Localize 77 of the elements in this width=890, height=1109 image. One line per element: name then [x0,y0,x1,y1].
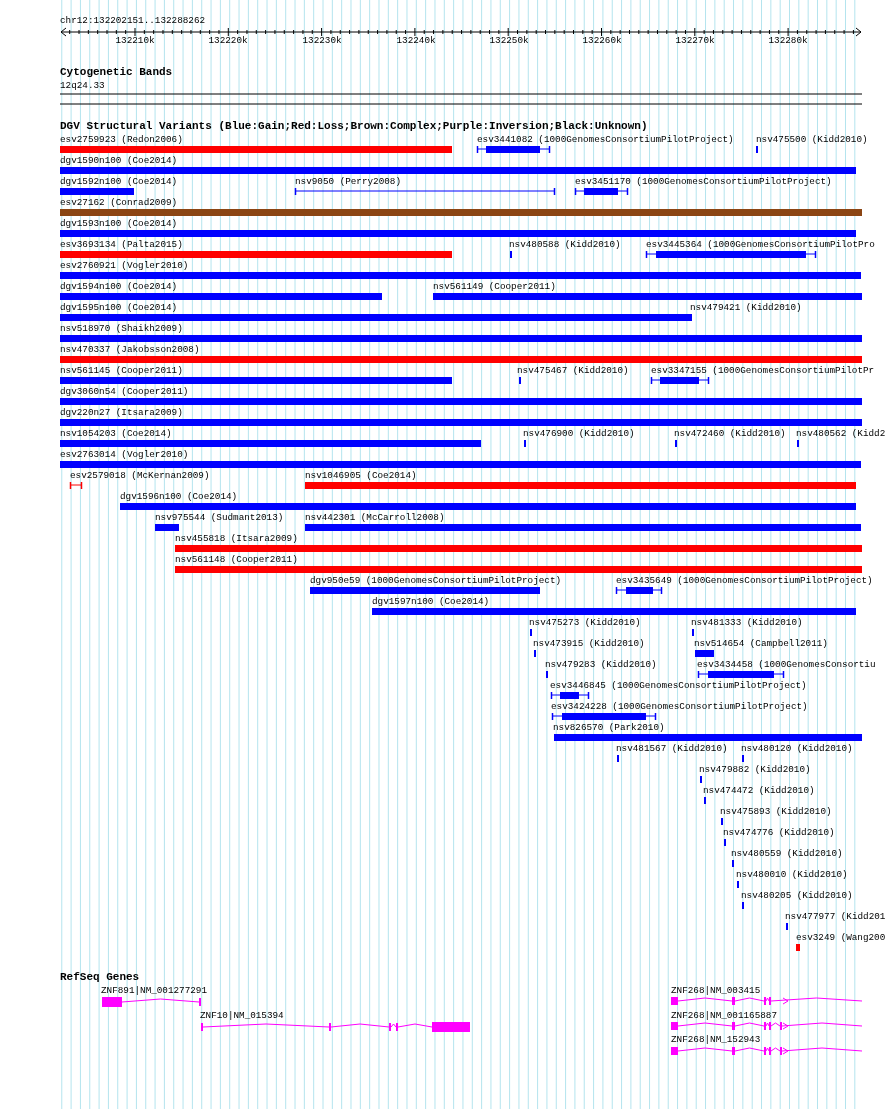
variant-label: nsv481333 (Kidd2010) [691,617,803,628]
scale-tick-label: 132230k [302,35,342,46]
variant-label: nsv474776 (Kidd2010) [723,827,835,838]
variant-label: nsv475467 (Kidd2010) [517,365,629,376]
variant-label: esv3434458 (1000GenomesConsortiu [697,659,876,670]
track-title: Cytogenetic Bands [60,67,173,78]
variant-label: nsv1046905 (Coe2014) [305,470,417,481]
variant-label: esv3445364 (1000GenomesConsortiumPilotPro [646,239,875,250]
scale-tick-label: 132240k [396,35,436,46]
variant-label: esv3451170 (1000GenomesConsortiumPilotProject) [575,176,832,187]
variant-label: dgv1596n100 (Coe2014) [120,491,238,502]
variant-label: nsv479283 (Kidd2010) [545,659,657,670]
variant-label: nsv476900 (Kidd2010) [523,428,635,439]
variant-label: nsv826570 (Park2010) [553,722,665,733]
variant-label: nsv561145 (Cooper2011) [60,365,183,376]
scale-tick-label: 132270k [675,35,715,46]
variant-label: nsv9050 (Perry2008) [295,176,401,187]
variant-label: nsv480562 (Kidd2 [796,428,886,439]
gene-label: ZNF10|NM_015394 [200,1010,284,1021]
variant-label: dgv3060n54 (Cooper2011) [60,386,189,397]
gene-label: ZNF268|NM_003415 [671,985,761,996]
region-label: chr12:132202151..132288262 [60,15,206,26]
variant-label: nsv518970 (Shaikh2009) [60,323,183,334]
variant-label: nsv480559 (Kidd2010) [731,848,843,859]
scale-tick-label: 132250k [489,35,529,46]
variant-label: nsv475273 (Kidd2010) [529,617,641,628]
variant-label: nsv975544 (Sudmant2013) [155,512,284,523]
variant-label: esv3446845 (1000GenomesConsortiumPilotProject) [550,680,807,691]
variant-label: esv3435649 (1000GenomesConsortiumPilotProject) [616,575,873,586]
variant-label: nsv480120 (Kidd2010) [741,743,853,754]
variant-label: nsv480588 (Kidd2010) [509,239,621,250]
variant-label: nsv480010 (Kidd2010) [736,869,848,880]
variant-label: esv2579018 (McKernan2009) [70,470,210,481]
variant-label: nsv455818 (Itsara2009) [175,533,298,544]
gene-label: ZNF268|NM_152943 [671,1034,761,1045]
variant-label: esv3441082 (1000GenomesConsortiumPilotProject) [477,134,734,145]
variant-label: dgv1593n100 (Coe2014) [60,218,178,229]
variant-label: dgv1594n100 (Coe2014) [60,281,178,292]
variant-label: dgv950e59 (1000GenomesConsortiumPilotProject) [310,575,562,586]
gene-label: ZNF268|NM_001165887 [671,1010,777,1021]
scale-tick-label: 132260k [582,35,622,46]
variant-label: nsv479421 (Kidd2010) [690,302,802,313]
variant-label: nsv1054203 (Coe2014) [60,428,172,439]
variant-label: dgv1595n100 (Coe2014) [60,302,178,313]
gene-label: ZNF891|NM_001277291 [101,985,207,996]
variant-label: nsv480205 (Kidd2010) [741,890,853,901]
variant-label: dgv1590n100 (Coe2014) [60,155,178,166]
variant-label: dgv220n27 (Itsara2009) [60,407,183,418]
variant-label: nsv473915 (Kidd2010) [533,638,645,649]
variant-label: nsv475893 (Kidd2010) [720,806,832,817]
cytoband-label: 12q24.33 [60,80,105,91]
variant-label: esv3347155 (1000GenomesConsortiumPilotPr [651,365,875,376]
scale-tick-label: 132210k [115,35,155,46]
variant-label: nsv514654 (Campbell2011) [694,638,828,649]
variant-label: nsv479882 (Kidd2010) [699,764,811,775]
variant-label: esv3693134 (Palta2015) [60,239,183,250]
variant-label: nsv477977 (Kidd201 [785,911,886,922]
variant-label: esv3249 (Wang200 [796,932,886,943]
variant-label: nsv472460 (Kidd2010) [674,428,786,439]
scale-tick-label: 132280k [768,35,808,46]
variant-label: esv2763014 (Vogler2010) [60,449,189,460]
variant-label: esv3424228 (1000GenomesConsortiumPilotProject) [551,701,808,712]
track-title: RefSeq Genes [60,972,140,983]
variant-label: dgv1597n100 (Coe2014) [372,596,490,607]
variant-label: nsv561148 (Cooper2011) [175,554,298,565]
variant-label: nsv481567 (Kidd2010) [616,743,728,754]
variant-label: nsv470337 (Jakobsson2008) [60,344,200,355]
variant-label: esv27162 (Conrad2009) [60,197,178,208]
variant-label: nsv475500 (Kidd2010) [756,134,868,145]
variant-label: nsv561149 (Cooper2011) [433,281,556,292]
variant-label: nsv442301 (McCarroll2008) [305,512,445,523]
track-title: DGV Structural Variants (Blue:Gain;Red:Loss;Brown:Complex;Purple:Inversion;Black:Unknown) [60,121,648,132]
variant-label: esv2759923 (Redon2006) [60,134,183,145]
variant-label: esv2760921 (Vogler2010) [60,260,189,271]
variant-label: dgv1592n100 (Coe2014) [60,176,178,187]
variant-label: nsv474472 (Kidd2010) [703,785,815,796]
scale-tick-label: 132220k [208,35,248,46]
